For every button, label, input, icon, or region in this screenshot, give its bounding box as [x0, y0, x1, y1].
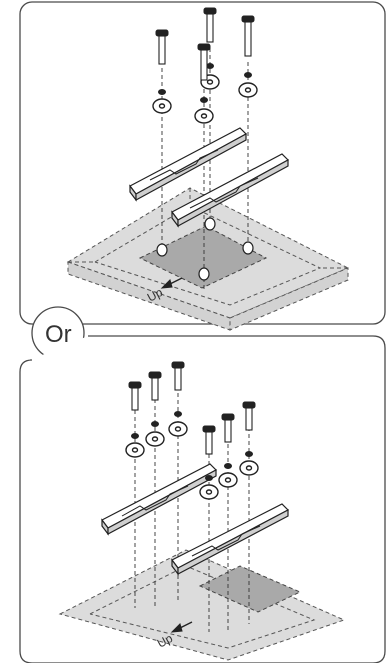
option-2-board [58, 549, 346, 661]
option-1-screws [155, 7, 255, 81]
option-2-panel [19, 335, 386, 663]
option-1-inserts [156, 217, 254, 281]
option-1-washers [152, 63, 258, 124]
option-2-up-arrow [170, 621, 193, 633]
option-1-up-label: Up [145, 285, 165, 305]
option-2-screws [128, 361, 256, 455]
option-2-up-label: Up [155, 631, 175, 651]
option-2-bracket-left [101, 463, 217, 536]
option-1-bracket-left [129, 127, 247, 202]
or-label: Or [45, 321, 72, 348]
option-1-bracket-right [171, 153, 289, 228]
option-2-bracket-right [171, 503, 289, 576]
option-2-recess [198, 565, 302, 613]
option-1-up-arrow [160, 277, 183, 289]
option-2-washers [125, 411, 259, 500]
option-1-board [66, 187, 350, 331]
